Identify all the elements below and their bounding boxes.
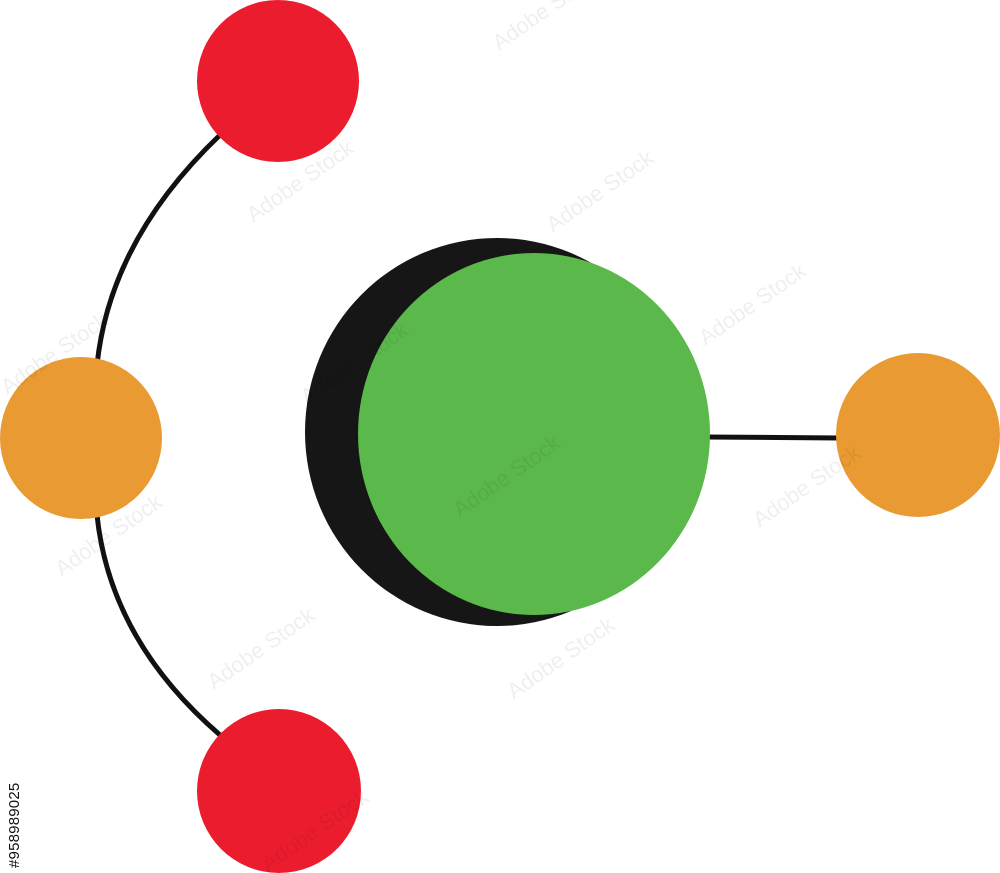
central-node (358, 253, 710, 615)
watermark-text: Adobe Stock (542, 144, 659, 237)
stock-id-label: #958989025 (6, 782, 23, 868)
left-arc-connector (94, 132, 223, 368)
node-right (836, 353, 1000, 517)
right-connector (704, 434, 841, 441)
watermark-text: Adobe Stock (202, 601, 319, 694)
node-top-left (197, 0, 359, 162)
watermark-text: Adobe Stock (502, 611, 619, 704)
watermark-text: Adobe Stock (694, 257, 811, 350)
watermark-text: Adobe Stock (748, 439, 865, 532)
node-bottom-left (197, 709, 361, 873)
watermark-text: Adobe Stock (487, 0, 604, 55)
node-left (0, 357, 162, 519)
left-arc-connector-lower (94, 512, 223, 738)
